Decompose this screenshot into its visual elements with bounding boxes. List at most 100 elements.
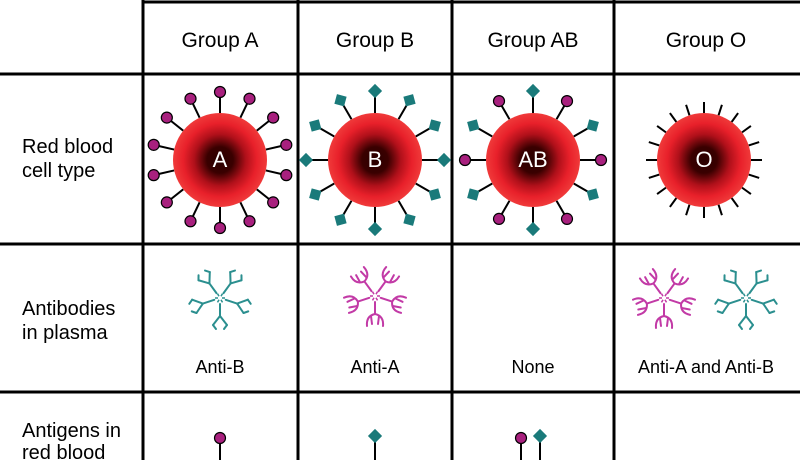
diamond-antigen-icon bbox=[532, 428, 548, 444]
antibody-caption-ab: None bbox=[511, 357, 554, 377]
spike-stalk bbox=[717, 204, 723, 216]
antigen-stalk bbox=[415, 127, 431, 138]
diamond-antigen-icon bbox=[525, 83, 541, 99]
diamond-antigen-icon bbox=[586, 188, 599, 201]
diamond-antigen-icon bbox=[334, 94, 347, 107]
antigen-stalk bbox=[342, 200, 353, 216]
spike-stalk bbox=[685, 204, 691, 216]
circle-antigen-icon bbox=[213, 85, 227, 99]
circle-antigen-icon bbox=[213, 221, 227, 235]
circle-antigen-icon bbox=[280, 138, 293, 151]
antibody-y-icon bbox=[365, 301, 385, 327]
antigen-stalk bbox=[500, 104, 511, 120]
red-blood-cell-icon bbox=[486, 113, 580, 207]
antibody-y-icon bbox=[342, 295, 371, 314]
antibody-y-icon bbox=[188, 298, 216, 315]
cell-group-ab bbox=[458, 83, 608, 237]
antibody-caption-o: Anti-A and Anti-B bbox=[638, 357, 774, 377]
antigen-a-marker bbox=[213, 431, 227, 460]
diamond-antigen-icon bbox=[403, 213, 416, 226]
antibody-y-icon bbox=[631, 297, 660, 316]
spike-stalk bbox=[717, 104, 723, 116]
spike-stalk bbox=[648, 141, 660, 147]
spike-stalk bbox=[741, 186, 752, 195]
diamond-antigen-icon bbox=[436, 152, 452, 168]
antigen-stalk bbox=[415, 182, 431, 193]
cell-letter-a: A bbox=[213, 147, 228, 172]
antigen-b-marker bbox=[367, 428, 383, 460]
antigen-stalk bbox=[191, 101, 201, 119]
circle-antigen-icon bbox=[267, 111, 280, 124]
antigen-stalk bbox=[256, 188, 271, 201]
diamond-antigen-icon bbox=[298, 152, 314, 168]
diamond-antigen-icon bbox=[467, 119, 480, 132]
antigen-stalk bbox=[555, 200, 566, 216]
diamond-antigen-icon bbox=[309, 188, 322, 201]
antigen-stalk bbox=[319, 182, 335, 193]
red-blood-cell-icon bbox=[173, 113, 267, 207]
antigen-stalk bbox=[191, 201, 201, 219]
antibody-y-icon bbox=[714, 298, 742, 315]
spike-stalk bbox=[656, 125, 667, 134]
diamond-antigen-icon bbox=[403, 94, 416, 107]
antigen-stalk bbox=[157, 169, 175, 176]
antigen-stalk bbox=[256, 119, 271, 132]
antigen-stalk bbox=[500, 200, 511, 216]
diamond-antigen-icon bbox=[428, 119, 441, 132]
row-header-cell-type-line1: Red blood bbox=[22, 136, 113, 158]
antibody-cluster-anti-b bbox=[188, 269, 252, 330]
diamond-antigen-icon bbox=[367, 221, 383, 237]
antibody-y-icon bbox=[222, 269, 243, 295]
antigen-ab-b-marker bbox=[532, 428, 548, 460]
row-header-antigens-line2: red blood bbox=[22, 442, 105, 460]
row-header-cell-type-line2: cell type bbox=[22, 160, 95, 182]
antibody-y-icon bbox=[668, 297, 697, 316]
circle-antigen-icon bbox=[492, 95, 506, 108]
circle-antigen-icon bbox=[280, 169, 293, 182]
antibody-y-icon bbox=[654, 303, 674, 329]
antibody-y-icon bbox=[723, 269, 744, 295]
antibody-y-icon bbox=[377, 266, 401, 293]
cell-letter-ab: AB bbox=[518, 147, 547, 172]
cell-group-a bbox=[147, 85, 293, 235]
antibody-caption-b: Anti-A bbox=[350, 357, 399, 377]
spike-stalk bbox=[669, 112, 678, 123]
spike-stalk bbox=[741, 125, 752, 134]
antigen-stalk bbox=[477, 127, 493, 138]
column-header-group-o: Group O bbox=[666, 29, 747, 52]
antibody-y-icon bbox=[224, 298, 252, 315]
antigen-stalk bbox=[239, 101, 249, 119]
red-blood-cell-icon bbox=[657, 113, 751, 207]
antigens-row bbox=[213, 428, 548, 460]
diamond-antigen-icon bbox=[467, 188, 480, 201]
circle-antigen-icon bbox=[267, 196, 280, 209]
row-header-antibodies-line2: in plasma bbox=[22, 322, 108, 344]
antigen-stalk bbox=[169, 188, 184, 201]
circle-antigen-icon bbox=[514, 431, 528, 445]
circle-antigen-icon bbox=[243, 215, 256, 228]
antigen-stalk bbox=[319, 127, 335, 138]
antigen-stalk bbox=[265, 169, 283, 176]
circle-antigen-icon bbox=[560, 95, 574, 108]
spike-stalk bbox=[669, 197, 678, 208]
column-header-group-ab: Group AB bbox=[487, 29, 578, 52]
antigen-stalk bbox=[555, 104, 566, 120]
cell-letter-o: O bbox=[695, 147, 712, 172]
antigen-ab-a-marker bbox=[514, 431, 528, 460]
circle-antigen-icon bbox=[147, 138, 160, 151]
antibody-y-icon bbox=[750, 298, 778, 315]
antibodies-row bbox=[188, 266, 778, 330]
antigen-stalk bbox=[397, 200, 408, 216]
antibody-y-icon bbox=[212, 303, 228, 330]
antigen-stalk bbox=[265, 144, 283, 151]
circle-antigen-icon bbox=[560, 212, 574, 225]
spike-stalk bbox=[730, 197, 739, 208]
circle-antigen-icon bbox=[458, 153, 472, 167]
antibody-caption-a: Anti-B bbox=[195, 357, 244, 377]
antibody-y-icon bbox=[638, 268, 662, 295]
column-header-group-a: Group A bbox=[181, 29, 258, 52]
diamond-antigen-icon bbox=[309, 119, 322, 132]
diamond-antigen-icon bbox=[525, 221, 541, 237]
circle-antigen-icon bbox=[243, 92, 256, 105]
